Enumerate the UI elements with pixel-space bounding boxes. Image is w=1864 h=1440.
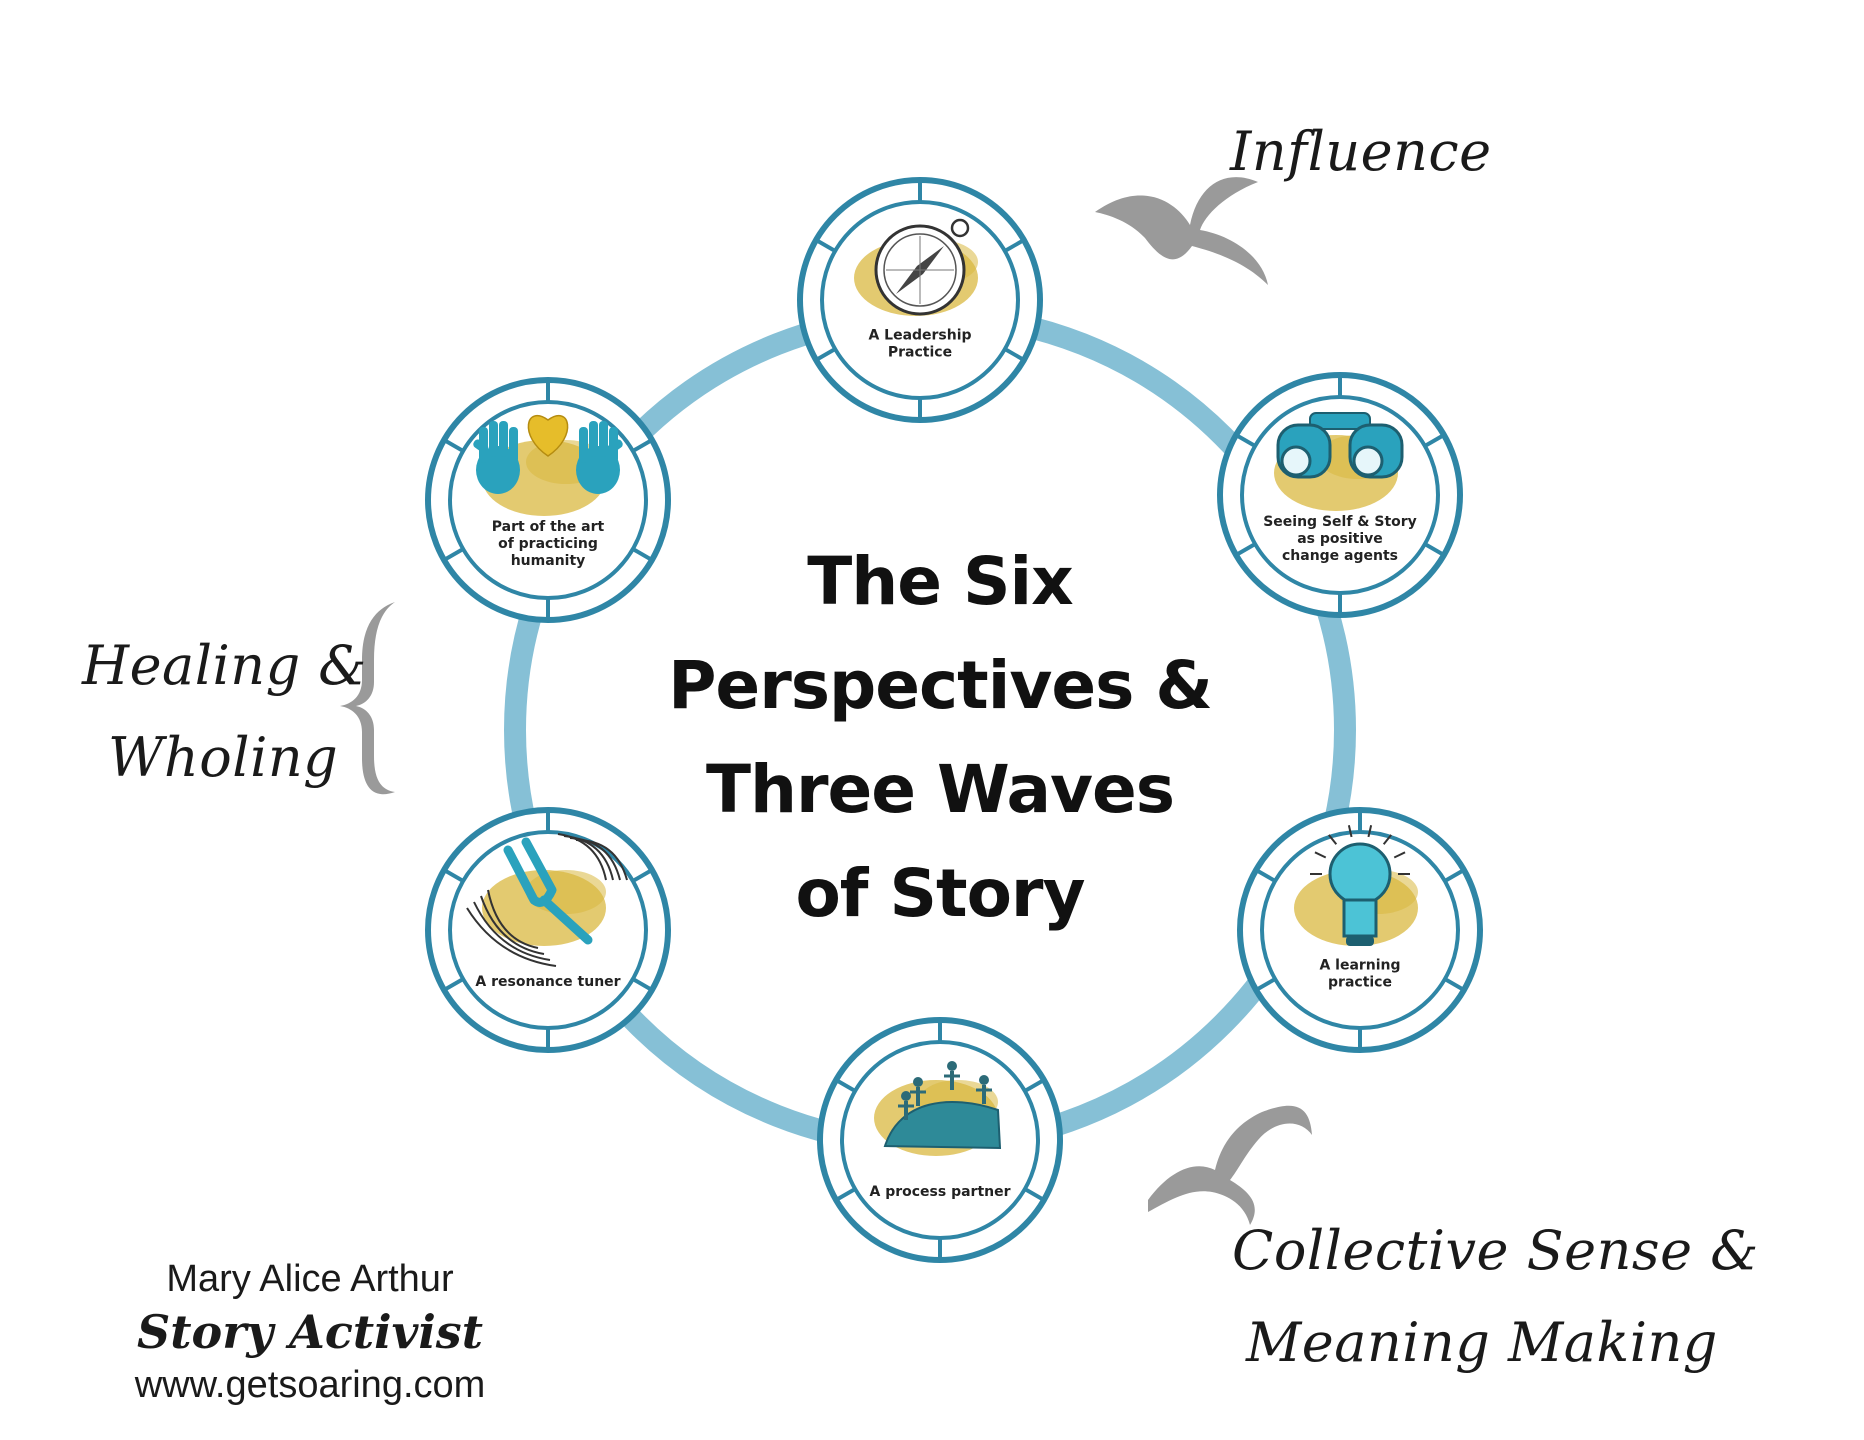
title-line: Three Waves (705, 751, 1175, 828)
title-line: Perspectives & (668, 647, 1213, 724)
tuning-fork-icon (466, 833, 628, 967)
wave-label-line: Healing & (82, 634, 367, 697)
diagram-title: The Six Perspectives & Three Waves of St… (620, 530, 1260, 946)
influence-brace (1095, 177, 1268, 285)
binoculars-icon (1274, 412, 1404, 511)
node-label-line: A resonance tuner (475, 974, 620, 990)
wave-collective-label: Collective Sense & Meaning Making (1232, 1205, 1759, 1389)
author-credit: Mary Alice Arthur Story Activist www.get… (80, 1255, 540, 1409)
author-role: Story Activist (137, 1305, 483, 1359)
wave-label-line: Influence (1230, 120, 1492, 183)
node-label-line: humanity (511, 553, 586, 569)
author-name: Mary Alice Arthur (166, 1258, 454, 1300)
node-label-line: A learning (1319, 958, 1400, 974)
wave-influence-label: Influence (1230, 120, 1492, 183)
node-label-line: change agents (1282, 548, 1398, 564)
wave-label-line: Meaning Making (1246, 1311, 1718, 1374)
title-line: of Story (795, 855, 1085, 932)
wave-label-line: Wholing (108, 726, 339, 789)
node-label-line: practice (1328, 975, 1392, 991)
node-label-line: A Leadership (868, 328, 971, 344)
perspective-node: A process partner (817, 1017, 1063, 1263)
wave-healing-label: Healing & Wholing (82, 620, 367, 804)
compass-icon (854, 218, 978, 316)
node-label-line: Practice (888, 345, 952, 361)
node-label-line: A process partner (869, 1184, 1010, 1200)
title-line: The Six (807, 543, 1073, 620)
node-label-line: Seeing Self & Story (1263, 514, 1417, 530)
node-label-line: of practicing (498, 536, 598, 552)
perspective-node: A resonance tuner (425, 807, 671, 1053)
climbers-icon (874, 1061, 1002, 1156)
wave-label-line: Collective Sense & (1232, 1219, 1759, 1282)
author-url[interactable]: www.getsoaring.com (134, 1364, 486, 1406)
healing-brace (340, 602, 395, 795)
node-label-line: as positive (1297, 531, 1383, 547)
lightbulb-icon (1294, 825, 1418, 946)
collective-brace (1148, 1105, 1312, 1225)
node-label-line: Part of the art (492, 519, 605, 535)
hands-heart-icon (473, 414, 623, 516)
